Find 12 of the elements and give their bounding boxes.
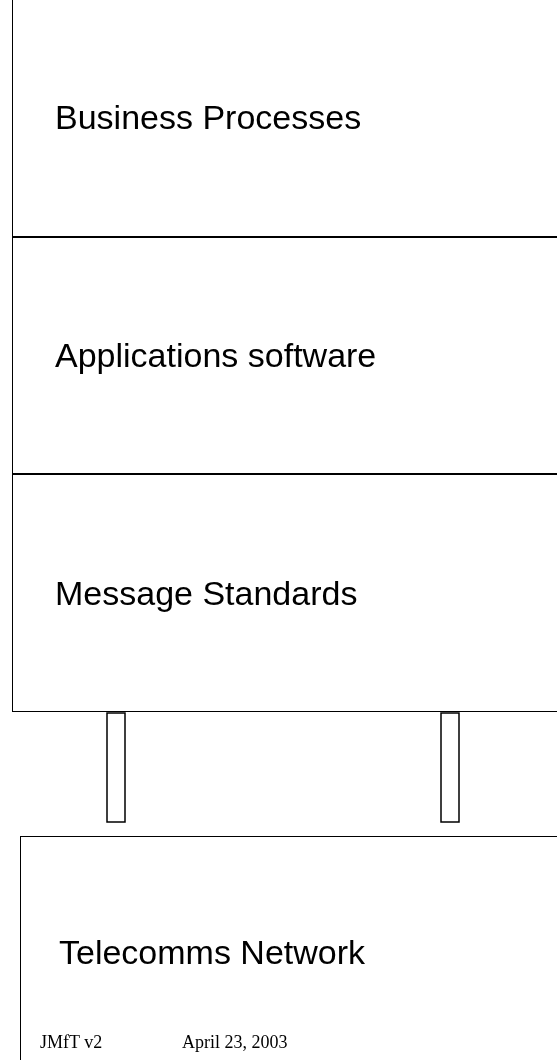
layer-label: Business Processes xyxy=(55,98,362,137)
layer-label: Message Standards xyxy=(55,573,358,613)
layer-box xyxy=(12,0,557,237)
layer-label: Applications software xyxy=(55,336,377,375)
layer-label: Telecomms Network xyxy=(59,933,366,972)
footer-text: JMfT v2 xyxy=(40,1032,103,1053)
footer-text: April 23, 2003 xyxy=(182,1032,288,1053)
layer-box xyxy=(12,474,557,712)
connector-pillar xyxy=(106,712,126,823)
layer-box xyxy=(12,237,557,474)
layer-box xyxy=(20,836,557,1060)
connector-pillar xyxy=(440,712,460,823)
